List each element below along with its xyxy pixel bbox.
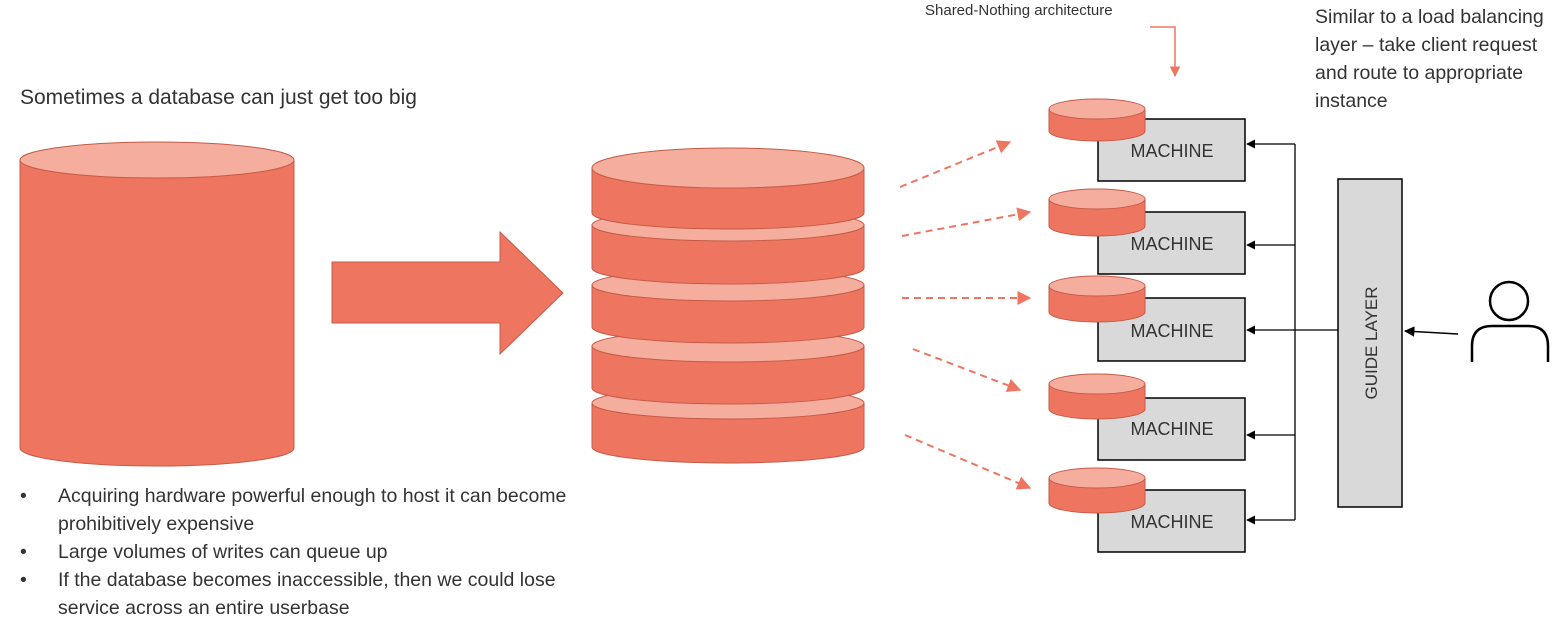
page-heading: Sometimes a database can just get too bi… [20, 86, 417, 109]
machine-group: MACHINE MACHINE MACHINE MACHINE [1048, 98, 1246, 553]
database-shard-icon [1048, 275, 1146, 323]
sharded-database-icon [591, 147, 865, 464]
database-cylinder-icon [19, 141, 295, 467]
bullet-item: Acquiring hardware powerful enough to ho… [20, 482, 580, 538]
dashed-arrow-1 [899, 140, 1012, 188]
guide-layer: GUIDE LAYER [1337, 178, 1403, 508]
client-request-arrow [1403, 326, 1459, 337]
bullet-item: Large volumes of writes can queue up [20, 538, 580, 566]
architecture-label: Shared-Nothing architecture [925, 2, 1113, 19]
database-shard-icon [1048, 467, 1146, 514]
machine-2: MACHINE [1048, 188, 1246, 275]
machine-5: MACHINE [1048, 467, 1246, 553]
architecture-pointer-arrow [1150, 26, 1181, 78]
machine-3: MACHINE [1048, 275, 1246, 362]
side-note: Similar to a load balancing layer – take… [1315, 6, 1544, 112]
database-shard-icon [1048, 98, 1146, 142]
machine-label: MACHINE [1130, 419, 1213, 439]
machine-label: MACHINE [1130, 321, 1213, 341]
right-arrow-icon [331, 230, 564, 356]
dashed-arrow-2 [901, 207, 1032, 237]
database-shard-icon [1048, 188, 1146, 237]
bullet-item: If the database becomes inaccessible, th… [20, 566, 580, 622]
machine-label: MACHINE [1130, 234, 1213, 254]
machine-1: MACHINE [1048, 98, 1246, 182]
dashed-arrow-4 [912, 348, 1022, 393]
user-icon [1470, 280, 1550, 362]
shard-distribution-arrows [899, 140, 1032, 490]
machine-4: MACHINE [1048, 373, 1246, 461]
bullet-list: Acquiring hardware powerful enough to ho… [20, 482, 580, 622]
machine-label: MACHINE [1130, 512, 1213, 532]
database-shard-icon [1048, 373, 1146, 420]
guide-layer-label: GUIDE LAYER [1362, 286, 1381, 399]
machine-label: MACHINE [1130, 141, 1213, 161]
routing-connectors [1246, 139, 1338, 525]
dashed-arrow-5 [904, 434, 1032, 490]
